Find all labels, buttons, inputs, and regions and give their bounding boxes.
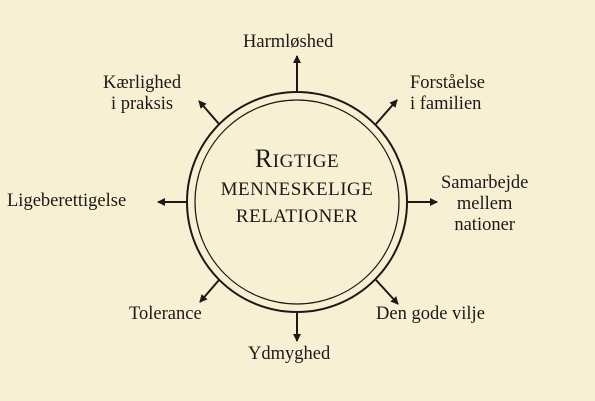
center-title-line-1-initial: R <box>254 144 273 173</box>
label-kaerlighed-i-praksis: Kærlighed i praksis <box>103 73 181 115</box>
label-forstaaelse-i-familien: Forståelse i familien <box>410 73 485 115</box>
center-title: RIGTIGE MENNESKELIGE RELATIONER <box>213 145 381 230</box>
label-samarbejde-line-3: nationer <box>454 215 515 235</box>
center-circle-inner <box>194 99 400 305</box>
label-samarbejde-line-2: mellem <box>456 194 513 214</box>
arrow-bottom-left <box>199 279 220 303</box>
center-title-line-2: MENNESKELIGE <box>220 179 374 200</box>
label-tolerance: Tolerance <box>129 304 202 324</box>
center-title-line-3: RELATIONER <box>235 206 359 227</box>
label-forstaaelse-line-2: i familien <box>410 94 482 114</box>
label-kaerlighed-line-2: i praksis <box>110 94 174 114</box>
label-samarbejde-mellem-nationer: Samarbejde mellem nationer <box>441 173 528 236</box>
label-ydmyghed: Ydmyghed <box>248 344 331 364</box>
label-den-gode-vilje: Den gode vilje <box>376 304 485 324</box>
label-ligeberettigelse: Ligeberettigelse <box>7 191 127 211</box>
label-forstaaelse-line-1: Forståelse <box>410 73 486 93</box>
arrow-top-right <box>375 99 398 125</box>
arrow-bottom-right <box>375 279 399 305</box>
center-title-line-1: RIGTIGE <box>213 145 381 176</box>
label-samarbejde-line-1: Samarbejde <box>441 173 529 193</box>
label-kaerlighed-line-1: Kærlighed <box>103 73 182 93</box>
arrow-top-left <box>198 100 220 125</box>
label-harmloshed: Harmløshed <box>243 32 334 52</box>
center-title-line-1-rest: IGTIGE <box>272 151 340 172</box>
